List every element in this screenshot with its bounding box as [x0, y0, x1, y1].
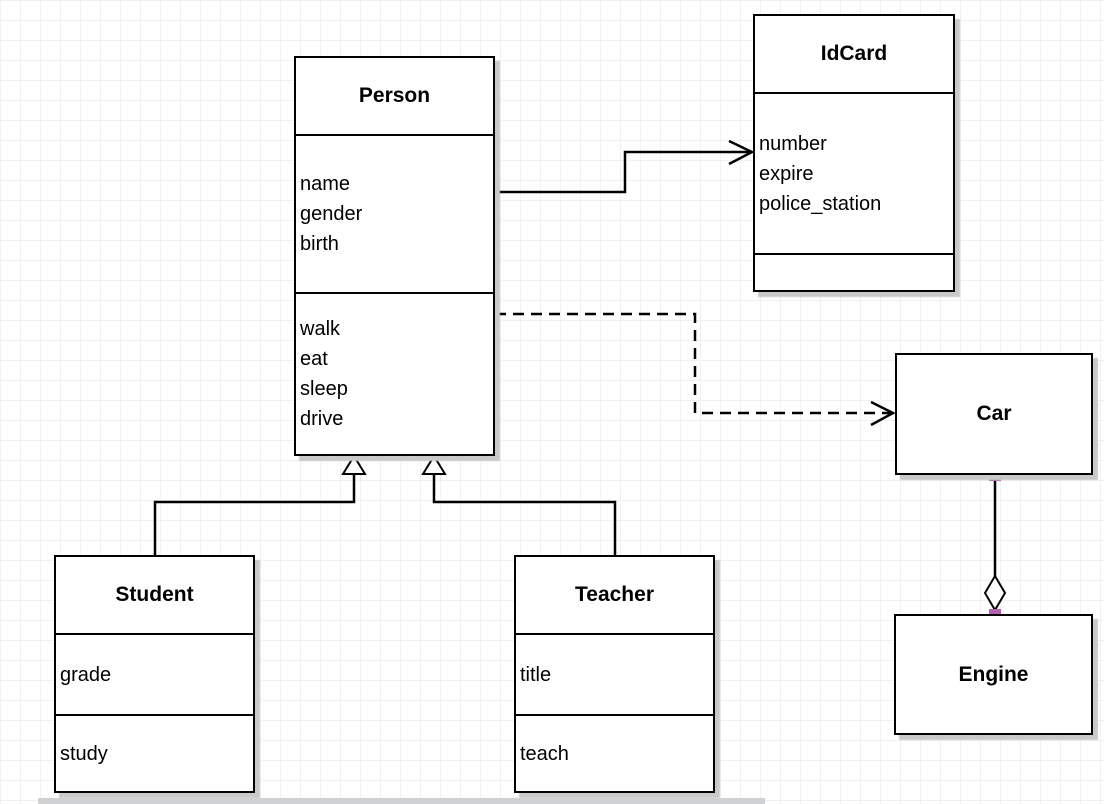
attribute: birth	[300, 233, 339, 255]
attributes-compartment: title	[516, 633, 713, 714]
attributes-compartment: grade	[56, 633, 253, 714]
canvas-edge-shadow	[38, 798, 765, 804]
attributes-compartment: name gender birth	[296, 134, 493, 292]
edge-person-idcard-association[interactable]	[495, 139, 755, 194]
edge-student-person-generalization[interactable]	[153, 454, 367, 555]
attribute: name	[300, 173, 351, 195]
method: study	[60, 742, 108, 765]
edge-teacher-person-generalization[interactable]	[421, 454, 617, 555]
edge-person-car-dependency[interactable]	[495, 312, 896, 427]
attribute: expire	[759, 162, 814, 185]
open-arrowhead-icon	[870, 400, 896, 427]
class-person[interactable]: Person name gender birth walk eat sleep …	[294, 56, 495, 456]
class-title: Engine	[958, 662, 1029, 686]
method: teach	[520, 742, 569, 765]
class-title: Student	[115, 583, 194, 606]
methods-compartment: study	[56, 714, 253, 791]
class-idcard[interactable]: IdCard number expire police_station	[753, 14, 955, 292]
method: drive	[300, 408, 344, 430]
class-title: Person	[358, 84, 431, 107]
attribute: number	[759, 132, 827, 155]
class-engine[interactable]: Engine	[894, 614, 1093, 735]
method: sleep	[300, 378, 348, 400]
attribute: title	[520, 663, 552, 686]
attributes-compartment: number expire police_station	[755, 92, 953, 253]
hollow-triangle-icon	[341, 454, 367, 475]
edge-car-engine-aggregation[interactable]	[983, 469, 1007, 621]
method: walk	[300, 318, 341, 340]
class-student[interactable]: Student grade study	[54, 555, 255, 793]
method: eat	[300, 348, 328, 370]
methods-compartment-empty	[755, 253, 953, 290]
class-car[interactable]: Car	[895, 353, 1093, 475]
attribute: gender	[300, 203, 363, 225]
hollow-diamond-icon	[983, 574, 1007, 612]
class-teacher[interactable]: Teacher title teach	[514, 555, 715, 793]
methods-compartment: walk eat sleep drive	[296, 292, 493, 454]
class-title: IdCard	[820, 42, 888, 65]
hollow-triangle-icon	[421, 454, 447, 475]
class-title: Teacher	[575, 583, 654, 606]
open-arrowhead-icon	[728, 139, 755, 166]
methods-compartment: teach	[516, 714, 713, 791]
attribute: police_station	[759, 192, 882, 215]
attribute: grade	[60, 663, 112, 686]
class-title: Car	[976, 402, 1012, 425]
